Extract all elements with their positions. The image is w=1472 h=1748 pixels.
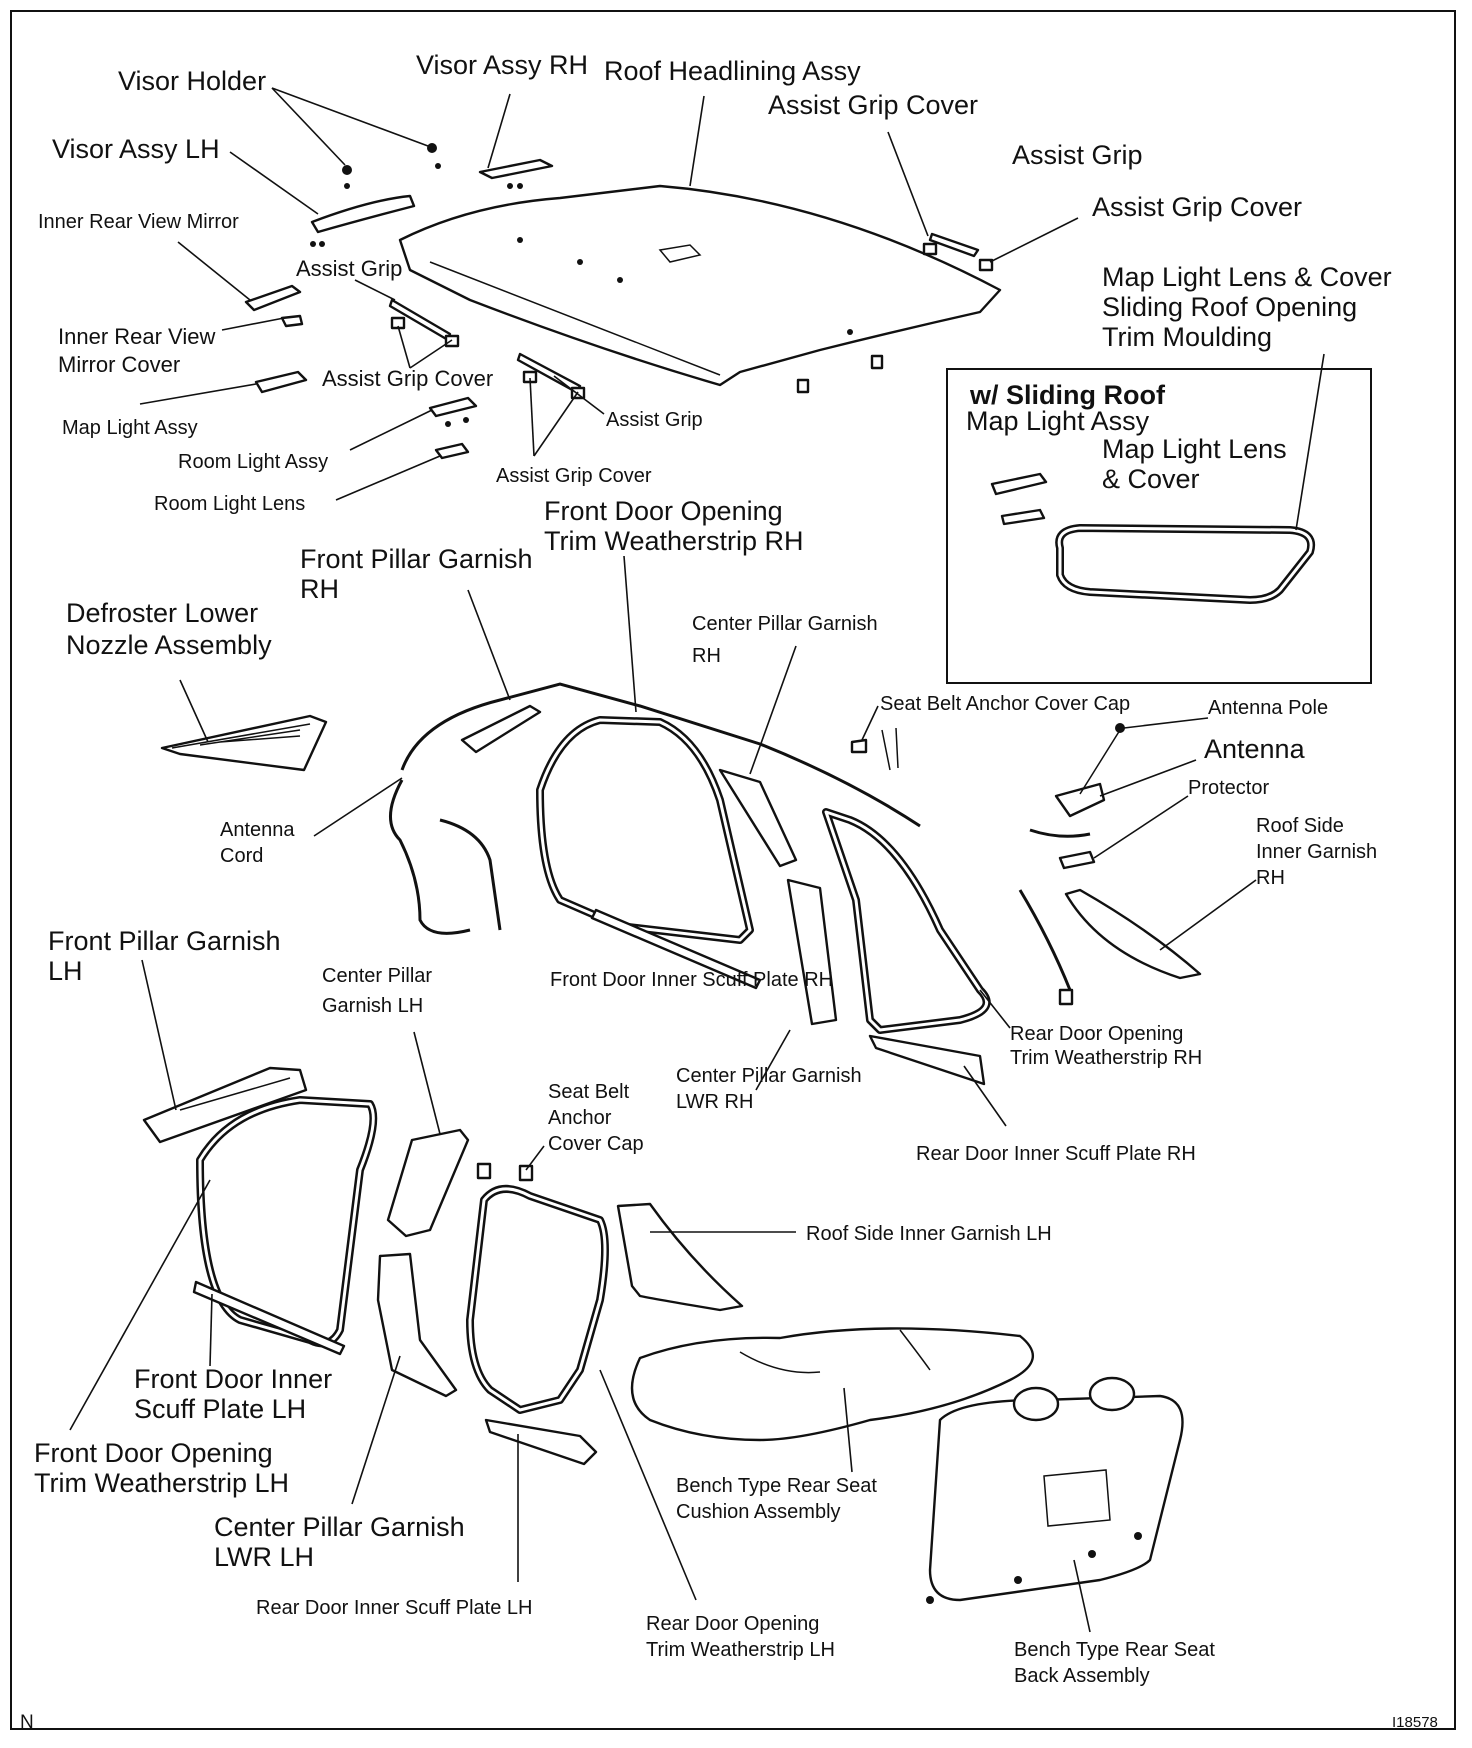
label-defroster-2: Nozzle Assembly bbox=[66, 630, 272, 660]
label-map-light-lens-cover-top: Map Light Lens & Cover bbox=[1102, 262, 1392, 292]
label-visor-assy-rh: Visor Assy RH bbox=[416, 50, 588, 80]
label-defroster-1: Defroster Lower bbox=[66, 598, 258, 628]
label-rear-door-inner-scuff-plate-lh: Rear Door Inner Scuff Plate LH bbox=[256, 1597, 532, 1619]
defroster-nozzle-drawing bbox=[160, 714, 328, 772]
rear-door-opening-lh-drawing bbox=[466, 1162, 609, 1466]
label-roof-headlining-assy: Roof Headlining Assy bbox=[604, 56, 861, 86]
label-antenna-cord-1: Antenna bbox=[220, 819, 295, 841]
label-front-door-inner-scuff-plate-rh: Front Door Inner Scuff Plate RH bbox=[550, 969, 833, 991]
label-front-pillar-garnish-lh-1: Front Pillar Garnish bbox=[48, 926, 281, 956]
inset-label-map-light-assy: Map Light Assy bbox=[966, 406, 1150, 436]
room-light-drawing bbox=[428, 396, 478, 460]
antenna-cord-drawing bbox=[389, 779, 502, 935]
leader-lines bbox=[69, 87, 1325, 1633]
label-rear-door-inner-scuff-plate-rh: Rear Door Inner Scuff Plate RH bbox=[916, 1143, 1196, 1165]
map-light-drawing bbox=[254, 370, 308, 394]
label-center-pillar-garnish-lwr-rh-1: Center Pillar Garnish bbox=[676, 1065, 862, 1087]
label-seat-belt-lh-3: Cover Cap bbox=[548, 1133, 644, 1155]
body-side-rh-drawing bbox=[400, 682, 1074, 1086]
label-inner-rear-view-mirror-cover-1: Inner Rear View bbox=[58, 324, 215, 349]
visor-lh-drawing bbox=[310, 165, 416, 247]
inset-label-map-light-lens-1: Map Light Lens bbox=[1102, 434, 1287, 464]
label-bench-back-1: Bench Type Rear Seat bbox=[1014, 1639, 1215, 1661]
visor-rh-drawing bbox=[427, 143, 554, 189]
label-visor-assy-lh: Visor Assy LH bbox=[52, 134, 220, 164]
center-pillar-garnish-lh-drawing bbox=[376, 1128, 470, 1398]
assist-grips-drawing bbox=[388, 232, 994, 400]
label-seat-belt-lh-1: Seat Belt bbox=[548, 1081, 630, 1103]
label-antenna: Antenna bbox=[1204, 734, 1306, 764]
label-roof-side-inner-garnish-rh-3: RH bbox=[1256, 867, 1285, 889]
label-roof-side-inner-garnish-lh: Roof Side Inner Garnish LH bbox=[806, 1223, 1052, 1245]
label-assist-grip-cover-top: Assist Grip Cover bbox=[768, 90, 978, 120]
roof-headlining-drawing bbox=[398, 184, 1002, 387]
label-center-pillar-garnish-lh-2: Garnish LH bbox=[322, 995, 423, 1017]
label-roof-side-inner-garnish-rh-1: Roof Side bbox=[1256, 815, 1344, 837]
label-assist-grip-left: Assist Grip bbox=[296, 256, 402, 281]
label-front-pillar-garnish-rh-1: Front Pillar Garnish bbox=[300, 544, 533, 574]
label-front-door-inner-scuff-plate-lh-1: Front Door Inner bbox=[134, 1364, 332, 1394]
label-protector: Protector bbox=[1188, 777, 1269, 799]
label-front-door-opening-lh-2: Trim Weatherstrip LH bbox=[34, 1468, 289, 1498]
label-center-pillar-garnish-rh-2: RH bbox=[692, 645, 721, 667]
label-front-pillar-garnish-rh-2: RH bbox=[300, 574, 339, 604]
label-seat-belt-lh-2: Anchor bbox=[548, 1107, 612, 1129]
label-room-light-assy: Room Light Assy bbox=[178, 451, 328, 473]
label-front-door-inner-scuff-plate-lh-2: Scuff Plate LH bbox=[134, 1394, 306, 1424]
label-rear-door-opening-lh-2: Trim Weatherstrip LH bbox=[646, 1639, 835, 1661]
corner-mark: N bbox=[20, 1712, 34, 1733]
label-sliding-roof-2: Trim Moulding bbox=[1102, 322, 1272, 352]
figure-id: I18578 bbox=[1392, 1714, 1438, 1731]
sliding-roof-moulding-drawing bbox=[1055, 524, 1315, 604]
label-front-pillar-garnish-lh-2: LH bbox=[48, 956, 83, 986]
label-antenna-cord-2: Cord bbox=[220, 845, 263, 867]
label-center-pillar-garnish-lwr-lh-1: Center Pillar Garnish bbox=[214, 1512, 465, 1542]
roof-side-garnish-rh-drawing bbox=[1064, 888, 1202, 980]
label-sliding-roof-1: Sliding Roof Opening bbox=[1102, 292, 1357, 322]
diagram-frame bbox=[10, 10, 1456, 1730]
label-front-door-opening-rh-1: Front Door Opening bbox=[544, 496, 783, 526]
label-center-pillar-garnish-lwr-lh-2: LWR LH bbox=[214, 1542, 314, 1572]
label-inner-rear-view-mirror-cover-2: Mirror Cover bbox=[58, 352, 180, 377]
rear-seat-cushion-drawing bbox=[630, 1327, 1035, 1442]
label-seat-belt-anchor-cover-cap-rh: Seat Belt Anchor Cover Cap bbox=[880, 693, 1130, 715]
label-assist-grip-top: Assist Grip bbox=[1012, 140, 1143, 170]
label-front-door-opening-rh-2: Trim Weatherstrip RH bbox=[544, 526, 804, 556]
front-door-opening-lh-drawing bbox=[192, 1096, 378, 1356]
part-labels: Visor Holder Visor Assy RH Roof Headlini… bbox=[34, 50, 1392, 1687]
label-rear-door-opening-lh-1: Rear Door Opening bbox=[646, 1613, 819, 1635]
label-rear-door-opening-rh-1: Rear Door Opening bbox=[1010, 1023, 1183, 1045]
label-rear-door-opening-rh-2: Trim Weatherstrip RH bbox=[1010, 1047, 1202, 1069]
front-pillar-garnish-lh-drawing bbox=[142, 1066, 308, 1144]
sliding-roof-inset-box bbox=[946, 368, 1372, 684]
mirror-drawing bbox=[244, 284, 304, 328]
antenna-drawing bbox=[850, 723, 1125, 870]
label-bench-cushion-2: Cushion Assembly bbox=[676, 1501, 841, 1523]
label-assist-grip-cover-right: Assist Grip Cover bbox=[1092, 192, 1302, 222]
label-assist-grip-mid: Assist Grip bbox=[606, 409, 703, 431]
label-center-pillar-garnish-rh-1: Center Pillar Garnish bbox=[692, 613, 878, 635]
label-assist-grip-cover-left: Assist Grip Cover bbox=[322, 366, 493, 391]
label-antenna-pole: Antenna Pole bbox=[1208, 697, 1328, 719]
inset-map-light-drawing bbox=[990, 472, 1048, 526]
inset-heading: w/ Sliding Roof bbox=[969, 380, 1166, 410]
label-roof-side-inner-garnish-rh-2: Inner Garnish bbox=[1256, 841, 1377, 863]
label-inner-rear-view-mirror: Inner Rear View Mirror bbox=[38, 211, 239, 233]
inset-label-map-light-lens-2: & Cover bbox=[1102, 464, 1200, 494]
label-room-light-lens: Room Light Lens bbox=[154, 493, 305, 515]
label-bench-cushion-1: Bench Type Rear Seat bbox=[676, 1475, 877, 1497]
label-bench-back-2: Back Assembly bbox=[1014, 1665, 1150, 1687]
label-center-pillar-garnish-lh-1: Center Pillar bbox=[322, 965, 432, 987]
label-map-light-assy: Map Light Assy bbox=[62, 417, 198, 439]
rear-seat-back-drawing bbox=[926, 1376, 1184, 1604]
label-visor-holder: Visor Holder bbox=[118, 66, 266, 96]
label-front-door-opening-lh-1: Front Door Opening bbox=[34, 1438, 273, 1468]
label-assist-grip-cover-mid: Assist Grip Cover bbox=[496, 465, 652, 487]
roof-side-garnish-lh-drawing bbox=[616, 1202, 744, 1312]
label-center-pillar-garnish-lwr-rh-2: LWR RH bbox=[676, 1091, 753, 1113]
